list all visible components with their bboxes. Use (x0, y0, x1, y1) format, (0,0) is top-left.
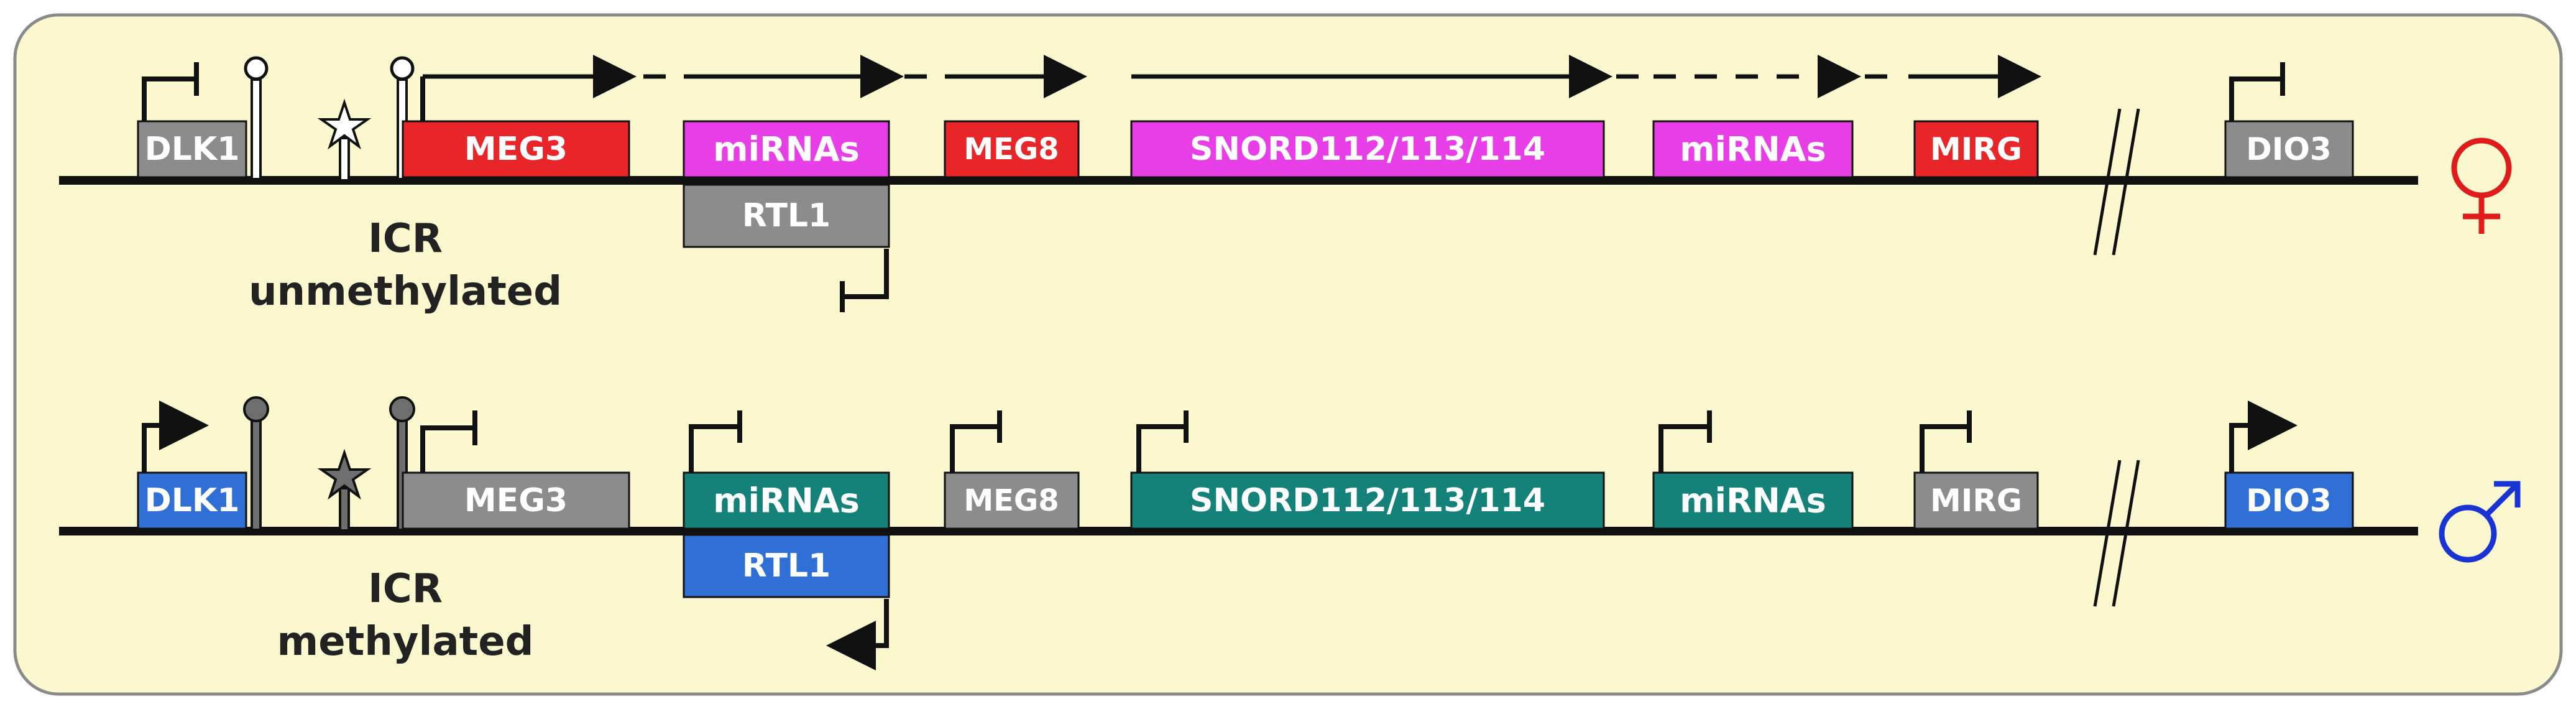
maternal-dlk1-blocked-promoter-icon (142, 62, 199, 121)
maternal-gene-mirnas-1: miRNAs (683, 120, 890, 178)
paternal-meg8-blocked-promoter-icon (950, 410, 1002, 473)
gene-label: MEG8 (964, 132, 1059, 167)
paternal-gene-mirnas-1: miRNAs (683, 471, 890, 530)
paternal-mirnas2-blocked-promoter-icon (1658, 410, 1712, 473)
paternal-allele: DLK1 MEG3 miRNAs RTL1 MEG8 SNORD112/113/… (59, 396, 2521, 670)
gene-label: DIO3 (2246, 131, 2331, 167)
maternal-icr-stalk (339, 137, 350, 182)
gene-label: miRNAs (713, 481, 860, 521)
maternal-rtl1-blocked-promoter-icon (840, 249, 889, 312)
gene-label: MEG3 (464, 131, 568, 168)
maternal-open-star-icon (317, 98, 372, 150)
paternal-gene-dio3: DIO3 (2224, 471, 2354, 530)
paternal-filled-star-icon (317, 448, 372, 500)
gene-label: MEG8 (964, 483, 1059, 518)
maternal-gene-snord112-113-114: SNORD112/113/114 (1130, 120, 1605, 178)
paternal-gene-snord112-113-114: SNORD112/113/114 (1130, 471, 1605, 530)
maternal-unmethylated-lollipop-icon-1 (244, 56, 269, 180)
maternal-icr-label-line1: ICR (368, 216, 443, 262)
maternal-gene-mirnas-2: miRNAs (1652, 120, 1854, 178)
paternal-gene-meg8: MEG8 (944, 471, 1080, 530)
gene-label: SNORD112/113/114 (1190, 482, 1545, 519)
paternal-gene-meg3: MEG3 (402, 471, 630, 530)
maternal-gene-meg3: MEG3 (402, 120, 630, 178)
gene-label: MIRG (1930, 131, 2022, 167)
paternal-icr-label-line2: methylated (277, 619, 534, 665)
paternal-downstream-blocked-promoters (689, 410, 1972, 473)
paternal-rtl1-promoter-arrow-icon (826, 599, 889, 670)
paternal-gene-dlk1: DLK1 (137, 471, 247, 530)
gene-label: miRNAs (1680, 481, 1826, 521)
paternal-snord-blocked-promoter-icon (1136, 410, 1189, 473)
paternal-icr-label-line1: ICR (368, 566, 443, 612)
paternal-dio3-promoter-arrow-icon (2229, 401, 2298, 473)
gene-label: RTL1 (742, 547, 831, 585)
paternal-chromosome-break-icon (2093, 460, 2140, 607)
gene-label: miRNAs (713, 130, 860, 169)
paternal-mirnas1-blocked-promoter-icon (689, 410, 742, 473)
maternal-icr-label-line2: unmethylated (249, 269, 562, 315)
paternal-dlk1-promoter-arrow-icon (142, 401, 209, 473)
gene-label: DIO3 (2246, 483, 2331, 519)
gene-label: DLK1 (145, 482, 240, 519)
gene-label: DLK1 (145, 131, 240, 168)
gene-label: MIRG (1930, 483, 2022, 519)
maternal-gene-dlk1: DLK1 (137, 120, 247, 178)
paternal-gene-mirnas-2: miRNAs (1652, 471, 1854, 530)
maternal-allele: DLK1 MEG3 miRNAs RTL1 MEG8 SNORD112/113/… (59, 55, 2512, 315)
paternal-methylated-lollipop-icon-1 (243, 396, 269, 531)
maternal-gene-dio3: DIO3 (2224, 120, 2354, 178)
gene-label: SNORD112/113/114 (1190, 131, 1545, 168)
paternal-icr-stalk (339, 487, 350, 532)
paternal-gene-mirg: MIRG (1913, 471, 2039, 530)
female-symbol-icon (2451, 137, 2512, 234)
paternal-gene-rtl1: RTL1 (683, 534, 890, 598)
gene-label: RTL1 (742, 197, 831, 234)
paternal-meg3-blocked-promoter-icon (420, 410, 477, 473)
gene-label: miRNAs (1680, 130, 1826, 169)
maternal-gene-rtl1: RTL1 (683, 183, 890, 248)
maternal-dio3-blocked-promoter-icon (2229, 62, 2285, 121)
maternal-gene-meg8: MEG8 (944, 120, 1080, 178)
maternal-chromosome-break-icon (2093, 108, 2140, 256)
paternal-mirg-blocked-promoter-icon (1920, 410, 1972, 473)
male-symbol-icon (2439, 481, 2521, 563)
maternal-gene-mirg: MIRG (1913, 120, 2039, 178)
gene-label: MEG3 (464, 482, 568, 519)
